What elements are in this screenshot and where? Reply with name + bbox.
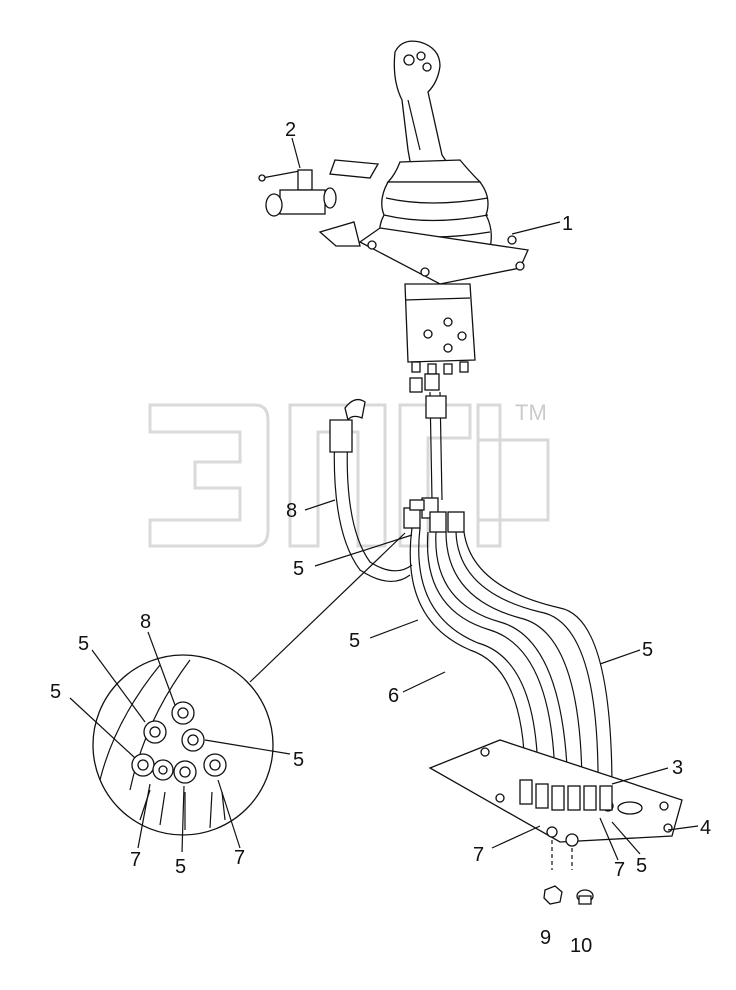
- trademark-mark: TM: [515, 400, 547, 425]
- joystick-base-plate: [318, 221, 529, 285]
- valve-body: [404, 283, 476, 393]
- callout-5-right: 5: [642, 639, 653, 661]
- detail-callout-7-left: 7: [130, 849, 141, 871]
- callout-5-middle: 5: [349, 630, 360, 652]
- callout-4: 4: [700, 817, 711, 839]
- nut-9: [543, 885, 563, 905]
- callout-labels: 2 1 8 5 5 5 6 3 4 7 7 5 9 10 5 8 5 5 7 5…: [50, 119, 711, 957]
- washer-10: [576, 889, 594, 905]
- callout-3: 3: [672, 757, 683, 779]
- callout-7-left: 7: [473, 844, 484, 866]
- callout-7-right: 7: [614, 859, 625, 881]
- detail-callout-5-top: 5: [78, 633, 89, 655]
- detail-callout-5-right: 5: [293, 749, 304, 771]
- detail-callout-5-left: 5: [50, 681, 61, 703]
- callout-9: 9: [540, 927, 551, 949]
- callout-1: 1: [562, 213, 573, 235]
- callout-5-bottom: 5: [636, 855, 647, 877]
- detail-callout-7-right: 7: [234, 847, 245, 869]
- callout-6: 6: [388, 685, 399, 707]
- callout-2: 2: [285, 119, 296, 141]
- joystick-handle: [386, 40, 482, 183]
- leader-lines: [69, 137, 699, 861]
- detail-callout-8: 8: [140, 611, 151, 633]
- callout-5-upper: 5: [293, 558, 304, 580]
- watermark-logo: TM: [148, 400, 550, 548]
- detail-callout-5-bottom: 5: [175, 856, 186, 878]
- hose-assembly: [329, 391, 613, 793]
- callout-10: 10: [570, 935, 592, 957]
- callout-8: 8: [286, 500, 297, 522]
- mounting-plate: [428, 739, 683, 870]
- detail-view: [92, 532, 406, 836]
- ball-valve: [258, 159, 380, 217]
